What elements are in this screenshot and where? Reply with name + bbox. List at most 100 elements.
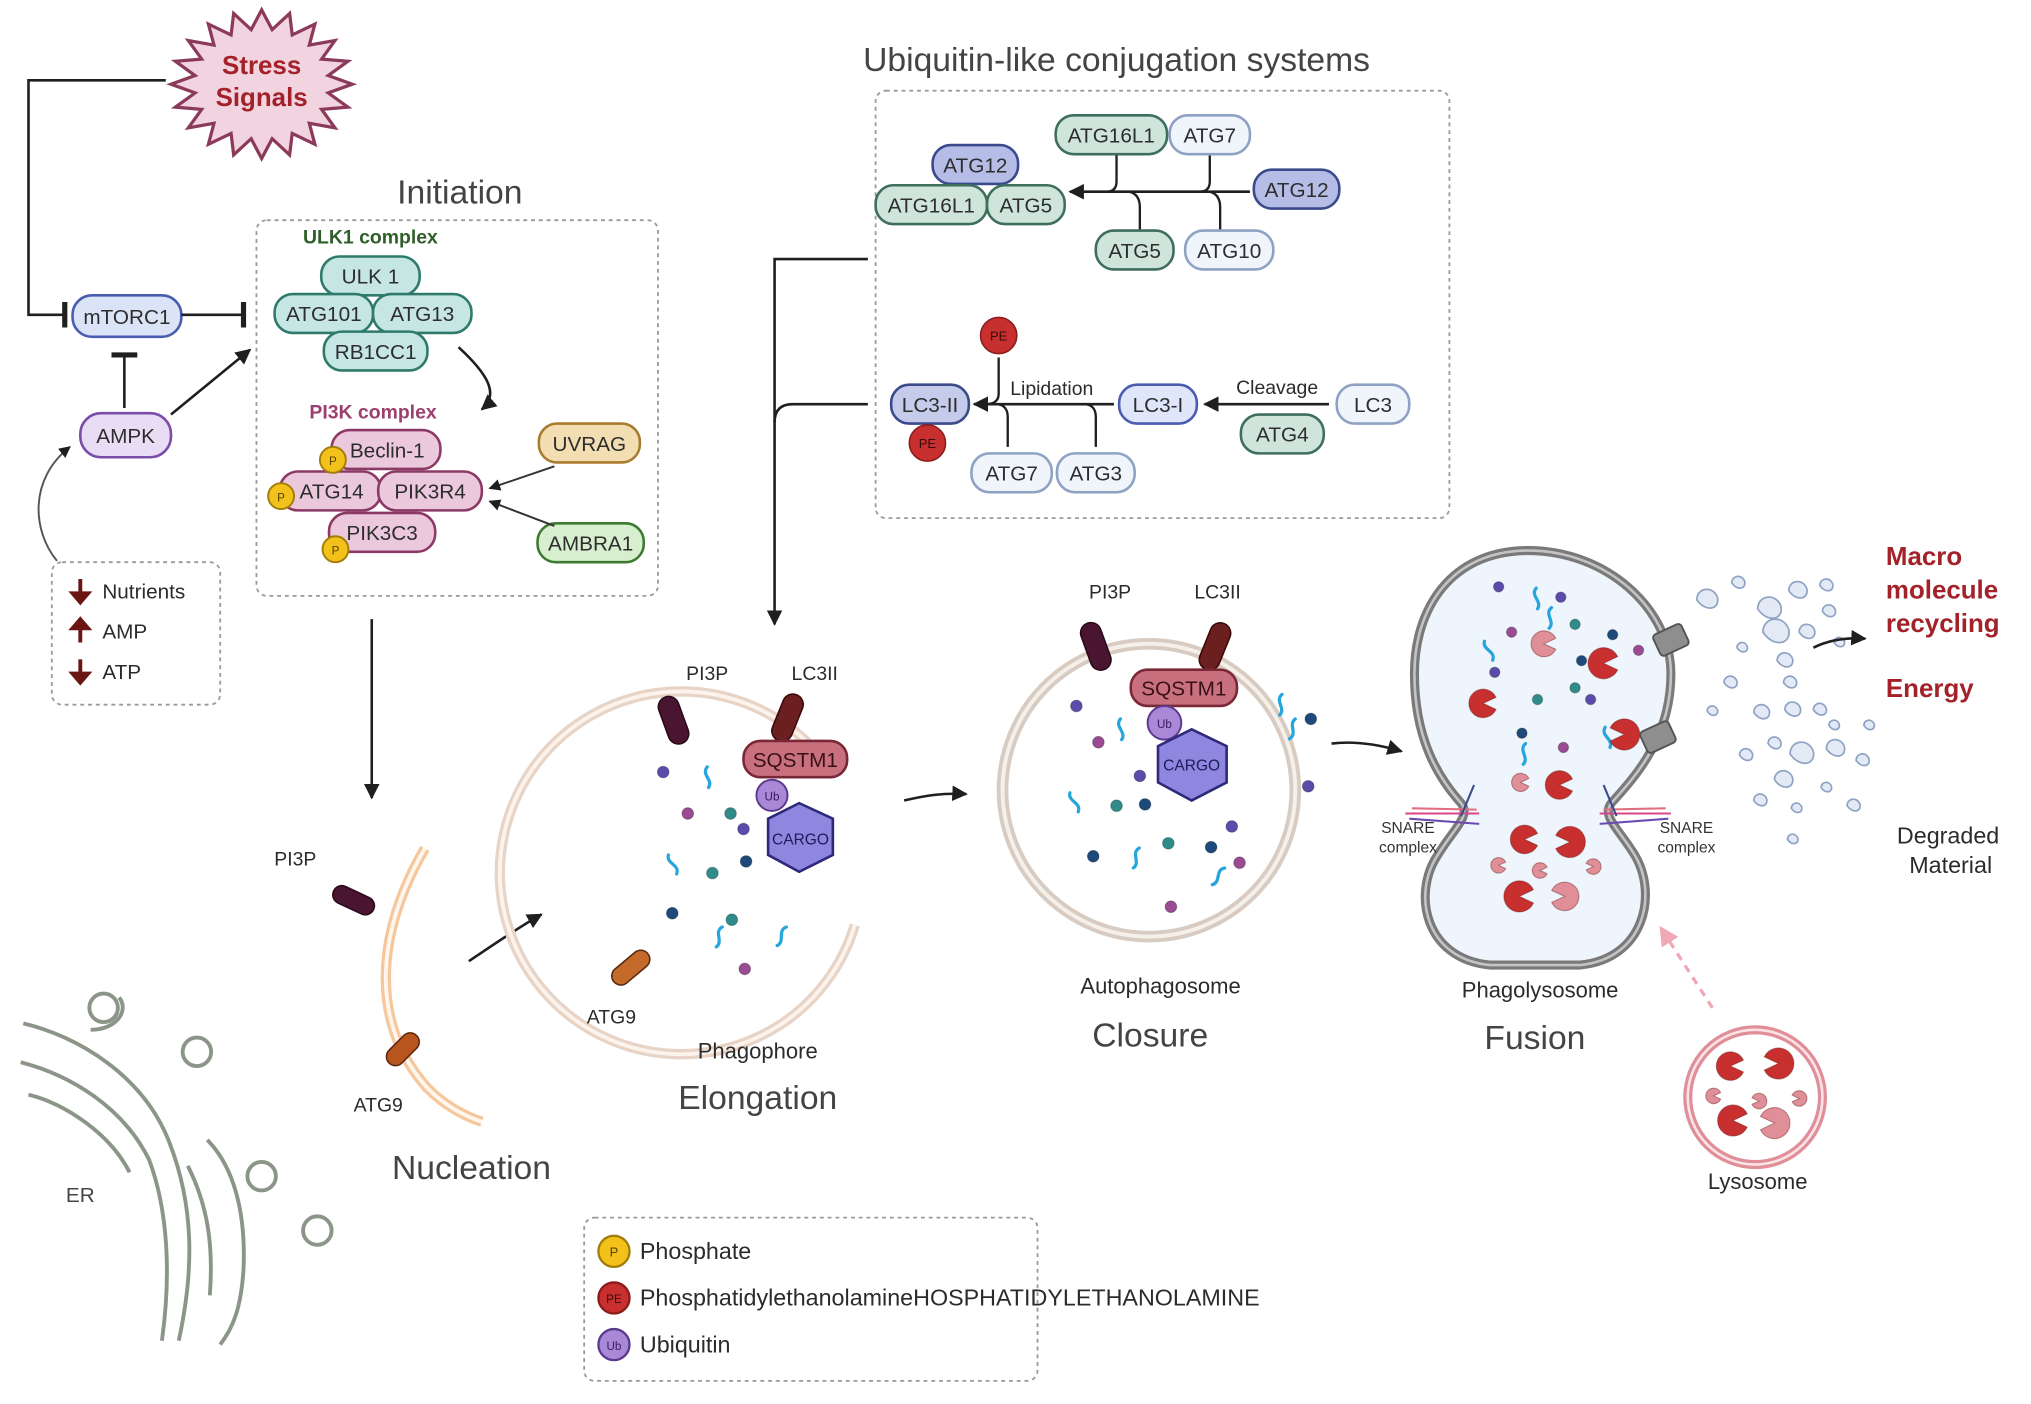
hydrolase-enzyme-icon bbox=[1511, 772, 1530, 792]
arrow-up-icon bbox=[68, 616, 93, 643]
legend-symbol-text: P bbox=[610, 1245, 619, 1260]
phagophore-atg9-label: ATG9 bbox=[587, 1006, 636, 1028]
degraded-fragment-icon bbox=[1820, 781, 1833, 793]
svg-text:LC3-I: LC3-I bbox=[1133, 394, 1184, 417]
ubiquitin-icon: Ub bbox=[1146, 705, 1183, 741]
molecule-dot-icon bbox=[1606, 629, 1619, 641]
degraded-fragment-icon bbox=[1706, 705, 1719, 717]
hydrolase-enzyme-icon bbox=[1468, 688, 1497, 719]
atg16l1-join-edge bbox=[1106, 155, 1118, 193]
protein-atg12-bound: ATG12 bbox=[931, 143, 1020, 186]
rna-fragment-icon bbox=[666, 853, 679, 876]
rna-fragment-icon bbox=[1602, 725, 1613, 750]
molecule-dot-icon bbox=[1133, 769, 1147, 783]
rna-fragment-icon bbox=[1210, 866, 1227, 887]
nucleation-to-elongation-edge bbox=[468, 913, 543, 963]
stress-burst-icon bbox=[166, 6, 358, 163]
svg-text:P: P bbox=[332, 544, 340, 557]
uvrag-to-pi3k-edge bbox=[488, 465, 555, 491]
molecule-dot-icon bbox=[1505, 626, 1518, 638]
legend-label: PhosphatidylethanolamineHOSPHATIDYLETHAN… bbox=[640, 1285, 1260, 1311]
hydrolase-enzyme-icon bbox=[1530, 630, 1557, 658]
molecule-dot-icon bbox=[656, 765, 670, 779]
svg-text:RB1CC1: RB1CC1 bbox=[335, 341, 417, 364]
pi3p-marker-icon bbox=[657, 695, 690, 745]
molecule-dot-icon bbox=[1204, 840, 1218, 854]
ambra1-node: AMBRA1 bbox=[536, 522, 646, 564]
snare-right-label-1: SNARE bbox=[1660, 820, 1714, 837]
phosphate-icon: P bbox=[267, 482, 296, 511]
degraded-fragment-icon bbox=[1738, 747, 1754, 762]
sqstm1-node: SQSTM1 bbox=[742, 739, 849, 779]
legend-label: Ubiquitin bbox=[640, 1331, 731, 1357]
molecule-dot-icon bbox=[1555, 591, 1567, 603]
elongation-to-closure-edge bbox=[903, 785, 968, 802]
ampk-node: AMPK bbox=[79, 411, 173, 459]
legend-label: Phosphate bbox=[640, 1238, 751, 1264]
protein-rb1cc1: RB1CC1 bbox=[322, 330, 429, 372]
ulk1-complex: ULK 1 ATG101 ATG13 RB1CC1 bbox=[273, 255, 473, 372]
lipidation-label: Lipidation bbox=[1010, 378, 1093, 400]
stress-label-line2: Signals bbox=[216, 84, 308, 112]
protein-lc3-ii: LC3-II bbox=[889, 383, 971, 425]
degraded-fragment-icon bbox=[1767, 736, 1782, 750]
pi3p-marker-icon bbox=[332, 884, 376, 916]
degraded-material-fragments bbox=[1695, 575, 1876, 845]
recycling-label-3: recycling bbox=[1886, 610, 2000, 638]
molecule-dot-icon bbox=[706, 866, 719, 880]
degraded-fragment-icon bbox=[1730, 575, 1746, 589]
hydrolase-enzyme-icon bbox=[1751, 1092, 1768, 1110]
hydrolase-enzyme-icon bbox=[1555, 825, 1586, 858]
molecule-dot-icon bbox=[1557, 741, 1570, 754]
molecule-dot-icon bbox=[725, 913, 739, 927]
membrane-pore-icon bbox=[1652, 623, 1690, 657]
hydrolase-enzyme-icon bbox=[1759, 1107, 1791, 1140]
protein-atg101: ATG101 bbox=[273, 292, 375, 335]
svg-text:ATG12: ATG12 bbox=[943, 154, 1007, 177]
energy-status-item: AMP bbox=[68, 616, 147, 644]
protein-beclin1: Beclin-1 bbox=[330, 428, 442, 471]
er-label: ER bbox=[66, 1184, 95, 1207]
atg3-join-edge bbox=[1085, 402, 1097, 447]
atg9-marker-icon bbox=[385, 1032, 421, 1067]
degraded-fragment-icon bbox=[1787, 580, 1808, 599]
phagolysosome-label: Phagolysosome bbox=[1462, 977, 1619, 1002]
molecule-dot-icon bbox=[1489, 666, 1501, 678]
hydrolase-enzyme-icon bbox=[1490, 857, 1507, 874]
autophagosome: SQSTM1 Ub CARGO bbox=[996, 621, 1318, 943]
molecule-dot-icon bbox=[1092, 735, 1105, 749]
degraded-fragment-icon bbox=[1828, 719, 1841, 731]
svg-text:PIK3C3: PIK3C3 bbox=[346, 522, 417, 545]
molecule-dot-icon bbox=[1516, 727, 1528, 739]
molecule-dot-icon bbox=[1531, 693, 1544, 706]
hydrolase-enzyme-icon bbox=[1544, 770, 1574, 800]
legend-symbol-icon bbox=[597, 1234, 631, 1269]
ubiquitin-icon: Ub bbox=[755, 778, 789, 812]
svg-text:ATG12: ATG12 bbox=[1265, 179, 1329, 202]
svg-text:P: P bbox=[329, 455, 337, 468]
molecule-dot-icon bbox=[1110, 799, 1123, 813]
protein-atg12-source: ATG12 bbox=[1252, 168, 1341, 210]
rna-fragment-icon bbox=[1287, 717, 1297, 741]
legend-item: PE PhosphatidylethanolamineHOSPHATIDYLETH… bbox=[597, 1281, 1260, 1315]
degraded-fragment-icon bbox=[1752, 793, 1768, 807]
protein-lc3: LC3 bbox=[1335, 383, 1411, 425]
hydrolase-enzyme-icon bbox=[1715, 1051, 1745, 1081]
rna-fragment-icon bbox=[1482, 639, 1495, 662]
snare-right-icon bbox=[1599, 784, 1671, 825]
svg-text:UVRAG: UVRAG bbox=[553, 433, 627, 456]
atg7-join-edge bbox=[1199, 155, 1211, 193]
svg-text:PE: PE bbox=[990, 329, 1008, 344]
protein-atg3: ATG3 bbox=[1055, 452, 1136, 494]
phosphate-icon: P bbox=[318, 445, 347, 474]
uvrag-node: UVRAG bbox=[537, 422, 642, 464]
energy-status-label: Nutrients bbox=[102, 580, 185, 603]
svg-text:ATG13: ATG13 bbox=[390, 303, 454, 326]
arrow-down-icon bbox=[68, 579, 93, 606]
degraded-fragment-icon bbox=[1762, 618, 1790, 644]
degraded-fragment-icon bbox=[1756, 596, 1782, 619]
svg-text:ATG101: ATG101 bbox=[286, 303, 362, 326]
stress-inhibits-mtorc1-edge bbox=[27, 79, 166, 328]
legend-symbol-text: PE bbox=[606, 1293, 622, 1306]
